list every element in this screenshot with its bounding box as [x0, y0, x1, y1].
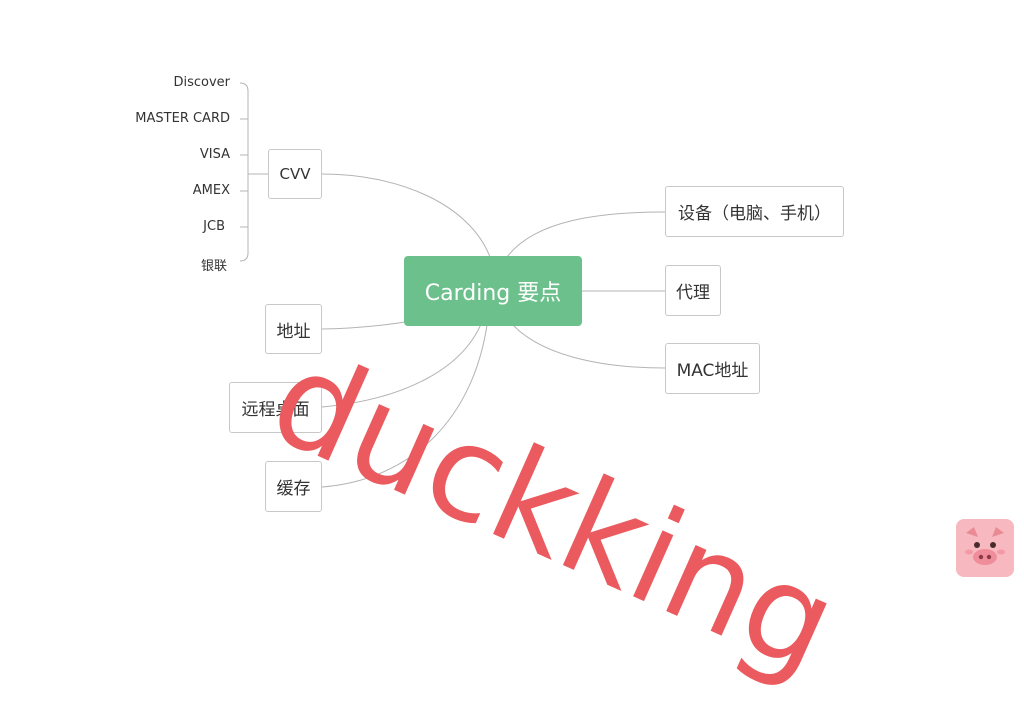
pig-face-icon [956, 519, 1014, 577]
connector-mac [506, 317, 666, 369]
leaf-jcb: JCB [203, 219, 225, 234]
node-device: 设备（电脑、手机） [665, 186, 844, 237]
node-remote-desktop: 远程桌面 [229, 382, 322, 433]
node-proxy: 代理 [665, 265, 721, 316]
connector-cvv [321, 173, 491, 258]
leaf-discover: Discover [173, 75, 230, 90]
cvv-bracket [239, 82, 249, 262]
node-cache: 缓存 [265, 461, 322, 512]
leaf-visa: VISA [199, 147, 230, 162]
connector-device [506, 211, 666, 258]
connector-cache [321, 317, 489, 488]
node-address: 地址 [265, 304, 322, 354]
node-mac-address: MAC地址 [665, 343, 760, 394]
leaf-mastercard: MASTER CARD [135, 111, 230, 126]
connector-remote-desktop [321, 309, 487, 408]
node-cvv: CVV [268, 149, 322, 199]
leaf-amex: AMEX [192, 183, 230, 198]
leaf-unionpay: 银联 [200, 259, 227, 274]
root-node: Carding 要点 [404, 256, 582, 326]
